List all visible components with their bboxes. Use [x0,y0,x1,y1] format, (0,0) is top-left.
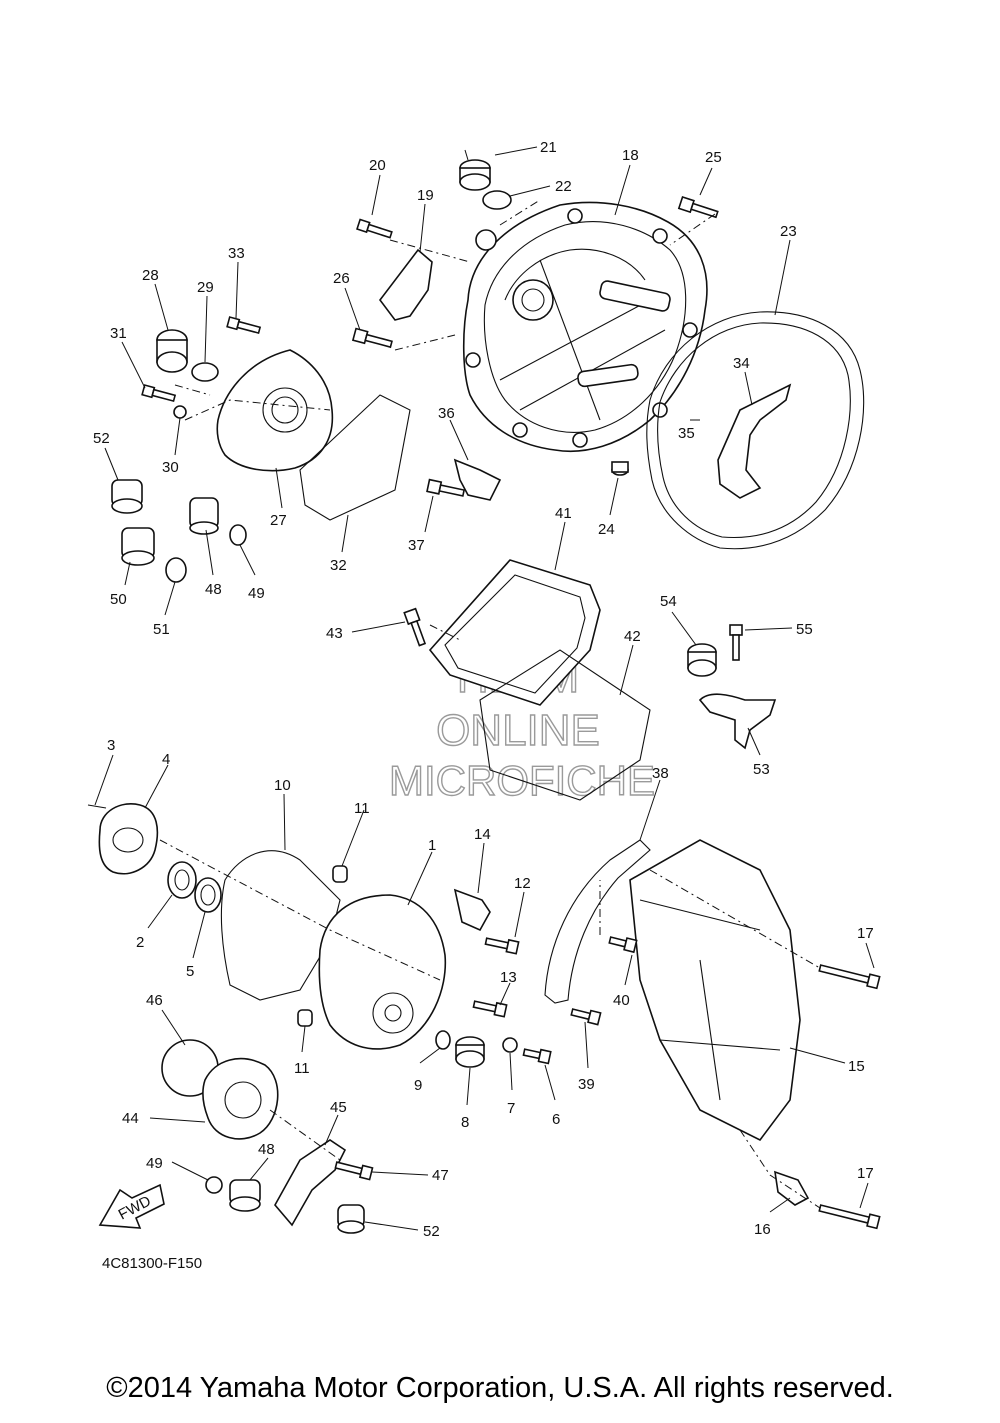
callout-18: 18 [622,147,639,164]
callout-22: 22 [555,178,572,195]
callout-37: 37 [408,537,425,554]
callout-54: 54 [660,593,677,610]
callout-17b: 17 [857,1165,874,1182]
callout-38: 38 [652,765,669,782]
part-bearing [167,861,222,913]
part-inspection-gasket [479,649,651,801]
callout-4: 4 [162,751,170,768]
part-oil-filler-cap [459,149,512,210]
part-plate [378,248,433,321]
callout-32: 32 [330,557,347,574]
part-small-cover [216,349,334,472]
callout-33: 33 [228,245,245,262]
part-damper-54 [687,624,777,750]
part-crankcase-cover [318,894,447,1050]
callout-30: 30 [162,459,179,476]
fwd-arrow: FWD [98,1183,165,1229]
callout-24: 24 [598,521,615,538]
callout-34: 34 [733,355,750,372]
callout-15: 15 [848,1058,865,1075]
part-dowels-lower [297,865,348,1027]
callout-29: 29 [197,279,214,296]
part-bracket-36 [426,458,502,501]
part-plugs-left [111,479,247,583]
part-small-cover-hole [262,387,308,433]
callout-49: 49 [248,585,265,602]
callout-2: 2 [136,934,144,951]
part-plug-lower [435,1030,552,1068]
callout-40: 40 [613,992,630,1009]
watermark-line-2: ONLINE [436,706,600,755]
part-plugs-lower [205,1176,365,1234]
callout-21: 21 [540,139,557,156]
callout-47: 47 [432,1167,449,1184]
part-dowels [611,461,629,476]
callout-46: 46 [146,992,163,1009]
part-clip-16 [774,1170,810,1206]
part-sprocket-cover [629,839,801,1142]
callout-9: 9 [414,1077,422,1094]
callout-42: 42 [624,628,641,645]
part-clip-14 [453,888,520,1018]
callout-23: 23 [780,223,797,240]
callout-45: 45 [330,1099,347,1116]
callout-7: 7 [507,1100,515,1117]
callouts: 21 18 25 20 22 19 23 33 28 29 26 31 34 3… [93,139,875,1240]
copyright-notice: ©2014 Yamaha Motor Corporation, U.S.A. A… [106,1372,894,1404]
callout-17: 17 [857,925,874,942]
callout-28: 28 [142,267,159,284]
callout-11b: 11 [294,1060,310,1077]
part-rotor [87,803,159,875]
part-plug-upper [156,329,219,419]
callout-35: 35 [678,425,695,442]
callout-48b: 48 [258,1141,275,1158]
callout-5: 5 [186,963,194,980]
part-cover-gasket [646,311,865,550]
callout-6: 6 [552,1111,560,1128]
callout-3: 3 [107,737,115,754]
callout-41: 41 [555,505,572,522]
callout-39: 39 [578,1076,595,1093]
callout-25: 25 [705,149,722,166]
part-cover-gasket-inner [657,322,851,539]
callout-8: 8 [461,1114,469,1131]
part-lower-gasket [220,850,341,1001]
part-cover-44 [161,1039,279,1140]
part-bolt-43 [403,607,427,647]
assembly-lines [159,199,821,1209]
part-bracket-45 [274,1139,374,1227]
callout-11: 11 [354,800,370,817]
callout-1: 1 [428,837,436,854]
callout-10: 10 [274,777,291,794]
callout-14: 14 [474,826,491,843]
callout-44: 44 [122,1110,139,1127]
callout-13: 13 [500,969,517,986]
callout-52: 52 [93,430,110,447]
callout-48: 48 [205,581,222,598]
callout-49b: 49 [146,1155,163,1172]
callout-19: 19 [417,187,434,204]
callout-43: 43 [326,625,343,642]
part-small-gasket [299,394,411,521]
part-inspection-cover-inner [444,574,586,694]
callout-12: 12 [514,875,531,892]
drawing-code: 4C81300-F150 [102,1255,202,1272]
callout-16: 16 [754,1221,771,1238]
callout-20: 20 [369,157,386,174]
callout-36: 36 [438,405,455,422]
callout-52b: 52 [423,1223,440,1240]
callout-55: 55 [796,621,813,638]
callout-50: 50 [110,591,127,608]
callout-53: 53 [753,761,770,778]
part-bolts-upper [141,195,719,403]
callout-26: 26 [333,270,350,287]
callout-27: 27 [270,512,287,529]
part-bolts-lower-right [570,936,881,1230]
part-clutch-cover [462,201,708,453]
callout-31: 31 [110,325,127,342]
part-guard-gasket [544,839,651,1004]
part-bracket [717,383,792,499]
callout-51: 51 [153,621,170,638]
